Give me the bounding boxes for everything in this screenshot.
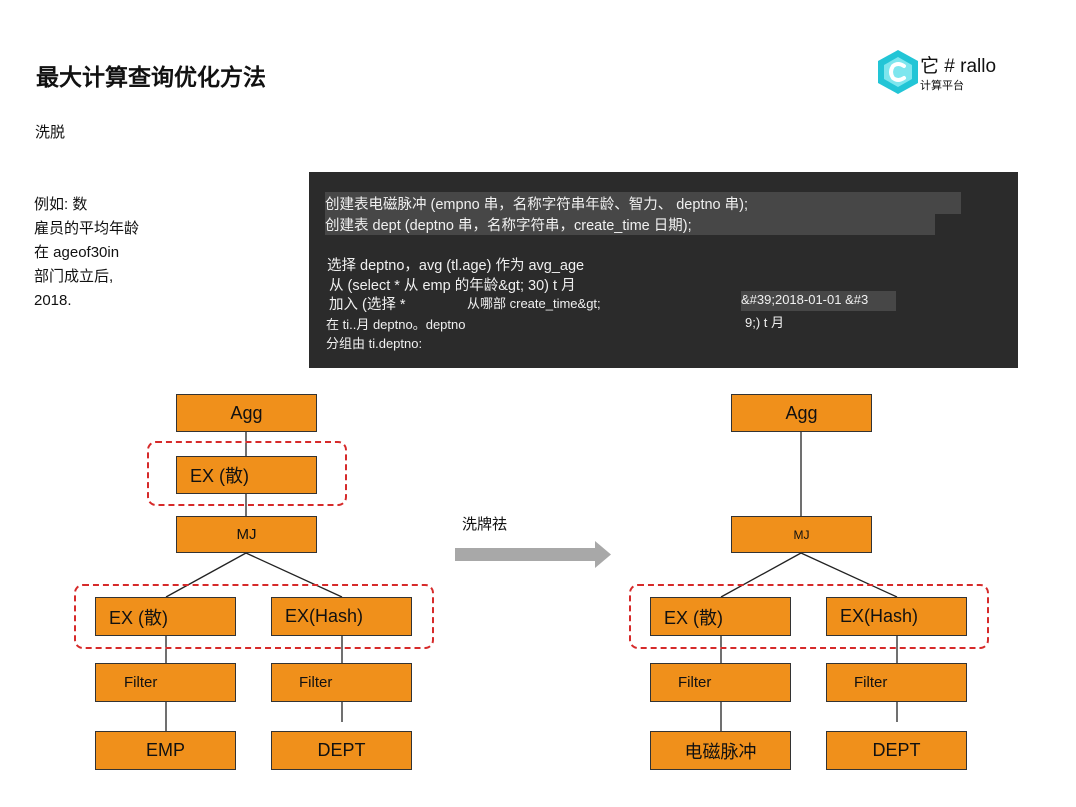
edge-line	[800, 552, 898, 598]
left-filter-left-node: Filter	[95, 663, 236, 702]
page-title: 最大计算查询优化方法	[36, 64, 266, 90]
code-line: 9;) t 月	[745, 315, 785, 330]
right-ex-row-highlight	[629, 584, 989, 649]
description-line: 在 ageof30in	[34, 244, 120, 261]
code-line: &#39;2018-01-01 &#3	[741, 291, 896, 311]
left-table-dept-node: DEPT	[271, 731, 412, 770]
code-line: 在 ti..月 deptno。deptno	[326, 317, 466, 332]
description: 例如: 数 雇员的平均年龄 在 ageof30in 部门成立后, 2018.	[34, 193, 139, 313]
right-filter-right-node: Filter	[826, 663, 967, 702]
left-agg-node: Agg	[176, 394, 317, 432]
edge-line	[245, 552, 343, 598]
transform-arrow-icon	[455, 541, 611, 568]
logo-icon	[878, 50, 918, 94]
transform-label: 洗牌祛	[462, 516, 508, 533]
left-mj-node: MJ	[176, 516, 317, 553]
right-agg-node: Agg	[731, 394, 872, 432]
code-line: 分组由 ti.deptno:	[326, 336, 423, 351]
logo-subtitle: 计算平台	[920, 80, 964, 92]
right-table-dept-node: DEPT	[826, 731, 967, 770]
description-line: 例如: 数	[34, 196, 88, 213]
right-ex-right-node: EX(Hash)	[826, 597, 967, 636]
edge-line	[165, 552, 247, 598]
left-ex-top-node: EX (散)	[176, 456, 317, 494]
right-ex-left-node: EX (散)	[650, 597, 791, 636]
right-filter-left-node: Filter	[650, 663, 791, 702]
code-line: 选择 deptno，avg (tl.age) 作为 avg_age	[327, 258, 585, 274]
code-line: 从 (select * 从 emp 的年龄&gt; 30) t 月	[329, 278, 576, 294]
sql-code-panel: 创建表电磁脉冲 (empno 串，名称字符串年龄、智力、 deptno 串); …	[309, 172, 1018, 368]
left-ex-top-highlight	[147, 441, 347, 506]
right-mj-node: MJ	[731, 516, 872, 553]
edge-line	[720, 552, 802, 598]
left-ex-left-node: EX (散)	[95, 597, 236, 636]
code-line: 加入 (选择 *	[329, 297, 406, 313]
description-line: 部门成立后,	[34, 268, 114, 285]
code-line: 创建表 dept (deptno 串，名称字符串，create_time 日期)…	[325, 213, 935, 235]
left-ex-row-highlight	[74, 584, 434, 649]
code-line: 从哪部 create_time&gt;	[467, 296, 601, 311]
description-line: 雇员的平均年龄	[34, 220, 140, 237]
description-line: 2018.	[34, 292, 72, 309]
logo-name: 它 # rallo	[920, 56, 997, 77]
left-ex-right-node: EX(Hash)	[271, 597, 412, 636]
left-table-emp-node: EMP	[95, 731, 236, 770]
left-filter-right-node: Filter	[271, 663, 412, 702]
right-table-emp-node: 电磁脉冲	[650, 731, 791, 770]
page-subtitle: 洗脱	[35, 124, 66, 141]
code-line: 创建表电磁脉冲 (empno 串，名称字符串年龄、智力、 deptno 串);	[325, 192, 961, 214]
